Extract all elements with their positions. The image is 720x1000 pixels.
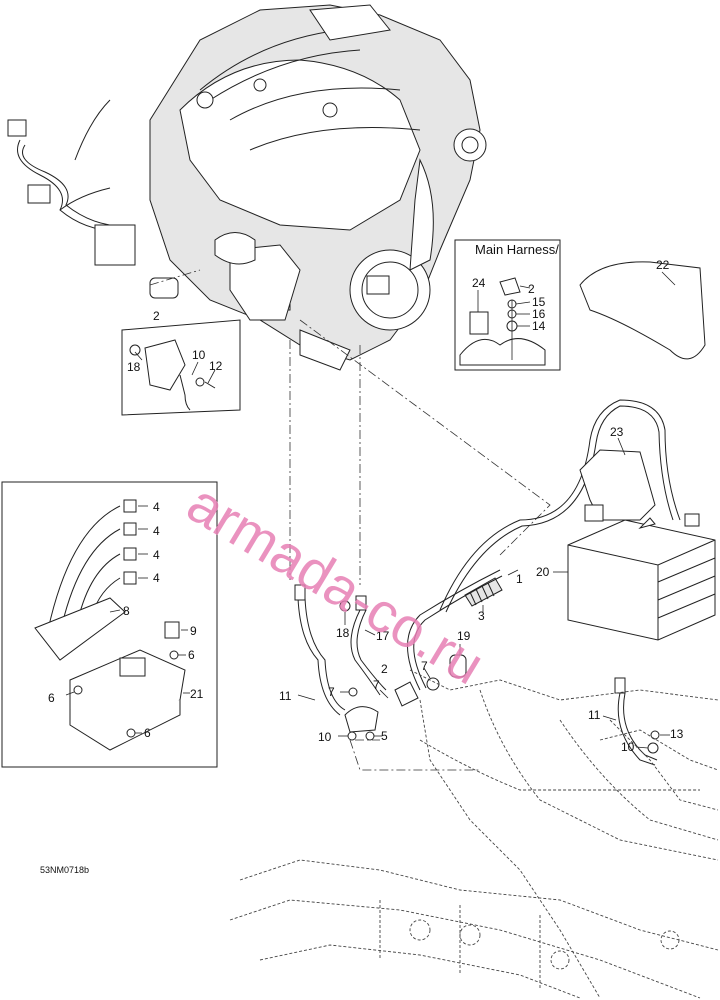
callout-13: 13	[670, 727, 684, 741]
left-wire-harness	[7, 99, 136, 266]
callout-10: 10	[318, 730, 332, 744]
callout-20: 20	[536, 565, 550, 579]
main-harness-inset-title: Main Harness/	[475, 242, 559, 257]
engine-assembly	[149, 4, 487, 371]
callout-6: 6	[188, 648, 195, 662]
callout-8: 8	[123, 604, 130, 618]
callout-6: 6	[144, 726, 151, 740]
callout-2: 2	[381, 662, 388, 676]
solenoid-area	[338, 644, 467, 741]
callout-16: 16	[532, 307, 546, 321]
main-harness-inset	[454, 239, 561, 371]
callout-24: 24	[472, 276, 486, 290]
callout-11: 11	[588, 708, 601, 722]
spring-part-3	[464, 577, 503, 612]
grommet-part-2	[149, 277, 179, 299]
battery-strap-23	[439, 399, 700, 613]
callout-10: 10	[621, 740, 635, 754]
callout-14: 14	[532, 319, 546, 333]
callout-5: 5	[381, 729, 388, 743]
assembly-guide-lines	[149, 269, 551, 771]
callout-2: 2	[153, 309, 160, 323]
callout-9: 9	[190, 624, 197, 638]
callout-18: 18	[127, 360, 141, 374]
callout-labels: 1 2 2 2 3 4 4 4 4 5 6 6 6 7 7 7 8 9 10 1…	[48, 258, 684, 754]
callout-7: 7	[421, 659, 428, 673]
callout-6: 6	[48, 691, 55, 705]
ground-cable-right	[602, 677, 670, 766]
callout-18: 18	[336, 626, 350, 640]
pad-part-22	[579, 261, 706, 360]
callout-3: 3	[478, 609, 485, 623]
callout-19: 19	[457, 629, 471, 643]
callout-21: 21	[190, 687, 204, 701]
drawing-code: 53NM0718b	[40, 865, 90, 875]
callout-7: 7	[373, 678, 380, 692]
vehicle-frame	[229, 669, 719, 999]
callout-17: 17	[376, 629, 390, 643]
callout-4: 4	[153, 571, 160, 585]
callout-1: 1	[516, 572, 523, 586]
callout-4: 4	[153, 548, 160, 562]
callout-10: 10	[192, 348, 206, 362]
callout-22: 22	[656, 258, 670, 272]
battery-part-20	[553, 517, 716, 641]
fuse-box-inset	[1, 481, 218, 768]
callout-7: 7	[328, 685, 335, 699]
callout-15: 15	[532, 295, 546, 309]
callout-4: 4	[153, 524, 160, 538]
callout-12: 12	[209, 359, 223, 373]
callout-11: 11	[279, 689, 292, 703]
callout-4: 4	[153, 500, 160, 514]
callout-23: 23	[610, 425, 624, 439]
callout-2: 2	[528, 282, 535, 296]
relay-inset	[121, 319, 241, 416]
battery-cables	[294, 569, 519, 716]
